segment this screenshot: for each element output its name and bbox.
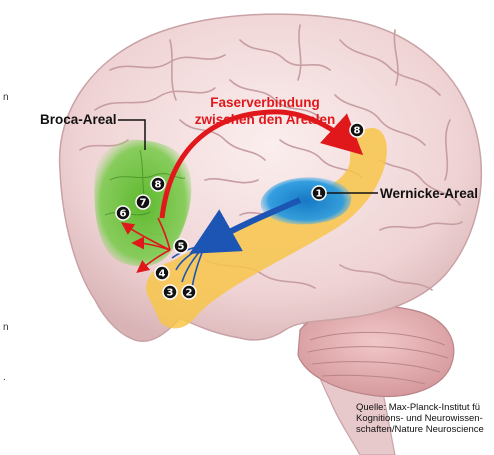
source-line-2: Kognitions- und Neurowissen- <box>356 413 483 424</box>
source-line-3: schaften/Nature Neuroscience <box>356 424 484 435</box>
marker-3: 3 <box>163 285 177 299</box>
svg-text:8: 8 <box>354 126 361 137</box>
svg-text:4: 4 <box>159 269 166 280</box>
source-line-1: Quelle: Max-Planck-Institut fü <box>356 402 480 413</box>
marker-4: 4 <box>155 266 169 280</box>
edge-text-fragment: n <box>3 322 9 333</box>
svg-text:6: 6 <box>120 209 127 220</box>
marker-8-broca: 8 <box>151 177 165 191</box>
marker-8-wernicke: 8 <box>350 123 364 137</box>
edge-text-fragment: n <box>3 92 9 103</box>
broca-label: Broca-Areal <box>40 112 117 127</box>
marker-7: 7 <box>136 195 150 209</box>
marker-5: 5 <box>174 239 188 253</box>
svg-text:8: 8 <box>155 180 162 191</box>
marker-6: 6 <box>116 206 130 220</box>
svg-text:1: 1 <box>316 189 323 200</box>
marker-2: 2 <box>182 285 196 299</box>
wernicke-label: Wernicke-Areal <box>380 186 478 201</box>
svg-text:7: 7 <box>140 198 147 209</box>
svg-text:2: 2 <box>186 288 193 299</box>
svg-text:5: 5 <box>178 242 185 253</box>
connection-label-line2: zwischen den Arealen <box>195 112 336 127</box>
edge-text-fragment: . <box>3 372 6 383</box>
svg-text:3: 3 <box>167 288 174 299</box>
connection-label-line1: Faserverbindung <box>210 95 320 110</box>
marker-1: 1 <box>312 186 326 200</box>
